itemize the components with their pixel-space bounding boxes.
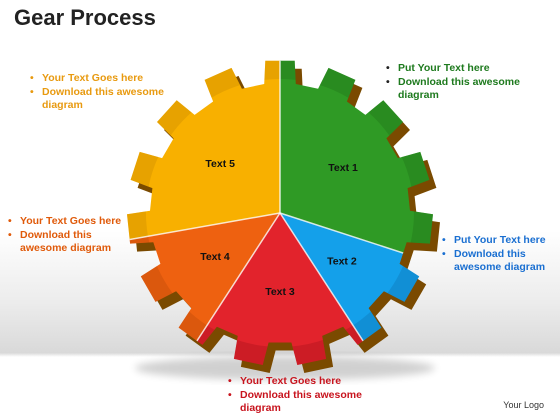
gear-segment — [127, 60, 280, 248]
note-top-right: Put Your Text here Download this awesome… — [384, 62, 524, 103]
note-item: Download this awesome diagram — [226, 389, 376, 415]
note-item: Your Text Goes here — [6, 215, 124, 228]
note-item: Put Your Text here — [384, 62, 524, 75]
page-title: Gear Process — [14, 5, 156, 30]
note-mid-left: Your Text Goes here Download this awesom… — [6, 215, 124, 256]
gear-segment-label: Text 2 — [327, 256, 357, 268]
note-mid-right: Put Your Text here Download this awesome… — [440, 234, 555, 275]
gear-shadow — [135, 356, 435, 380]
note-item: Download this awesome diagram — [28, 86, 168, 112]
note-item: Download this awesome diagram — [384, 76, 524, 102]
gear-segment-label: Text 3 — [265, 286, 295, 298]
gear-segment-label: Text 4 — [200, 251, 230, 263]
note-item: Your Text Goes here — [28, 72, 168, 85]
note-top-left: Your Text Goes here Download this awesom… — [28, 72, 168, 113]
gear-divider — [127, 212, 281, 249]
note-bottom: Your Text Goes here Download this awesom… — [226, 375, 376, 416]
note-item: Download this awesome diagram — [6, 229, 124, 255]
note-item: Download this awesome diagram — [440, 248, 555, 274]
gear-segment-label: Text 5 — [205, 158, 235, 170]
gear-segment-label: Text 1 — [328, 162, 358, 174]
note-item: Put Your Text here — [440, 234, 555, 247]
note-item: Your Text Goes here — [226, 375, 376, 388]
gear-divider — [279, 212, 433, 276]
logo-text: Your Logo — [503, 400, 544, 410]
